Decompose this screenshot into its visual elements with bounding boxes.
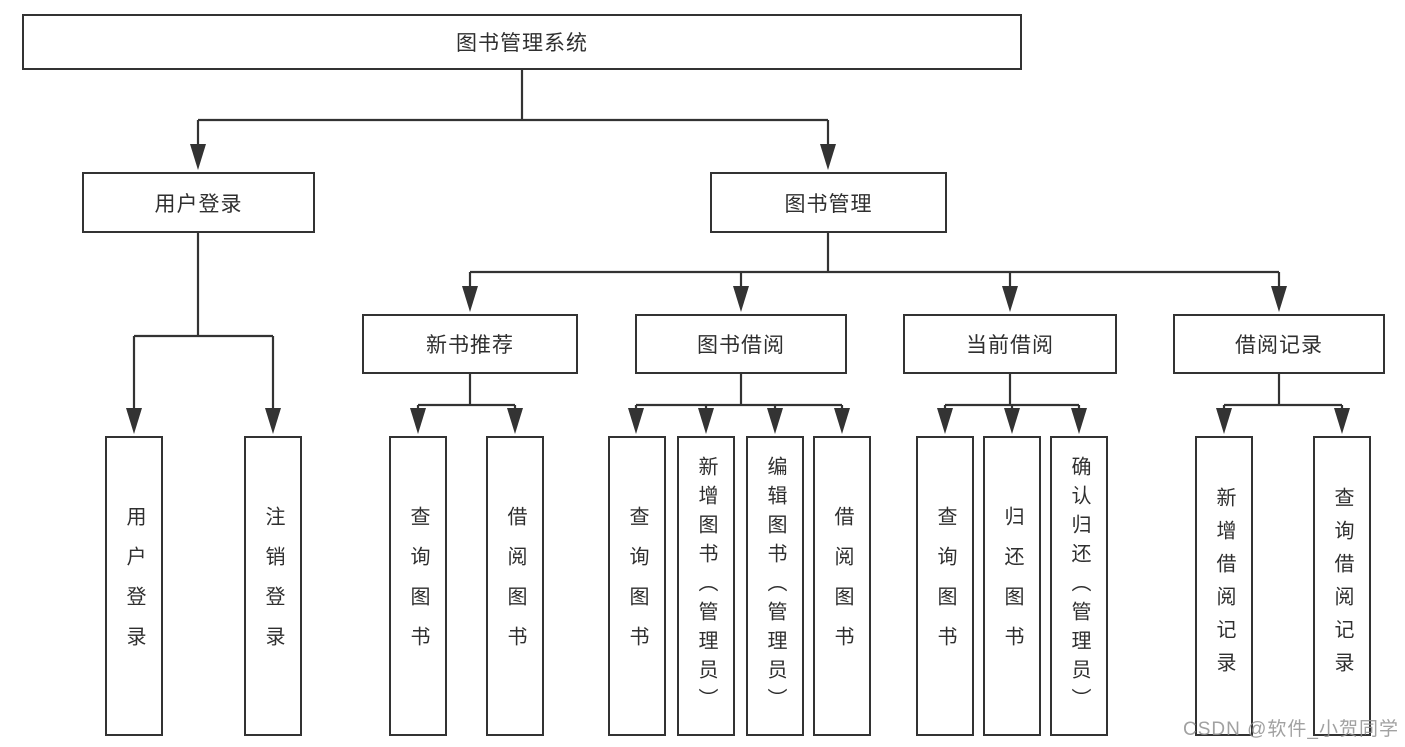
node-edit-book-admin: 编辑图书（管理员） <box>746 436 804 736</box>
node-label: 查询图书 <box>934 506 956 666</box>
node-borrow-books-borrow: 借阅图书 <box>813 436 871 736</box>
node-label: 图书借阅 <box>697 334 785 357</box>
tree-edges <box>132 70 1344 410</box>
node-label: 新增图书（管理员） <box>695 455 717 717</box>
node-label: 查询借阅记录 <box>1331 487 1353 685</box>
node-label: 查询图书 <box>407 506 429 666</box>
node-book-borrowing: 图书借阅 <box>635 314 847 374</box>
node-label: 新增借阅记录 <box>1213 487 1235 685</box>
node-user-login: 用户登录 <box>105 436 163 736</box>
node-add-book-admin: 新增图书（管理员） <box>677 436 735 736</box>
node-label: 编辑图书（管理员） <box>764 455 786 717</box>
node-confirm-return-admin: 确认归还（管理员） <box>1050 436 1108 736</box>
node-current-borrowing: 当前借阅 <box>903 314 1117 374</box>
node-add-borrow-record: 新增借阅记录 <box>1195 436 1253 736</box>
node-new-book-recommend: 新书推荐 <box>362 314 578 374</box>
node-label: 归还图书 <box>1001 506 1023 666</box>
node-logout: 注销登录 <box>244 436 302 736</box>
node-borrowing-records: 借阅记录 <box>1173 314 1385 374</box>
node-user-login-group: 用户登录 <box>82 172 315 233</box>
arrowhead-icons <box>126 144 1350 434</box>
node-root-system: 图书管理系统 <box>22 14 1022 70</box>
node-label: 借阅记录 <box>1235 334 1323 357</box>
node-borrow-books-recommend: 借阅图书 <box>486 436 544 736</box>
node-label: 注销登录 <box>262 506 284 666</box>
node-query-books-current: 查询图书 <box>916 436 974 736</box>
node-label: 当前借阅 <box>966 334 1054 357</box>
node-label: 新书推荐 <box>426 334 514 357</box>
node-label: 借阅图书 <box>504 506 526 666</box>
csdn-watermark: CSDN @软件_小贺同学 <box>1183 719 1399 740</box>
node-label: 图书管理 <box>784 192 873 216</box>
node-label: 图书管理系统 <box>456 32 588 55</box>
node-label: 用户登录 <box>154 192 243 216</box>
node-label: 查询图书 <box>626 506 648 666</box>
node-label: 用户登录 <box>123 506 145 666</box>
node-return-book: 归还图书 <box>983 436 1041 736</box>
node-book-management: 图书管理 <box>710 172 947 233</box>
node-label: 借阅图书 <box>831 506 853 666</box>
node-query-books-recommend: 查询图书 <box>389 436 447 736</box>
node-label: 确认归还（管理员） <box>1068 455 1090 717</box>
node-query-books-borrow: 查询图书 <box>608 436 666 736</box>
node-query-borrow-record: 查询借阅记录 <box>1313 436 1371 736</box>
